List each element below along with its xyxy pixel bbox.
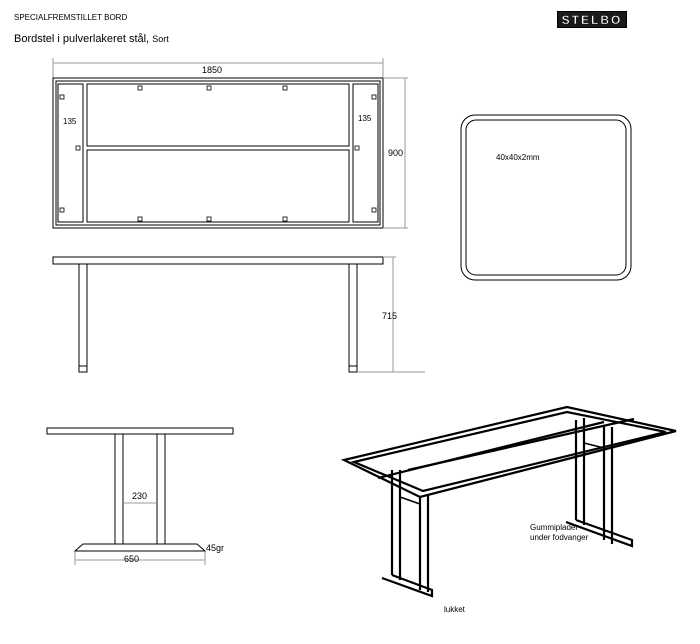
perspective-view: [340, 405, 677, 598]
note-rubber-1: Gummiplader: [530, 523, 579, 532]
persp-foot-back: [565, 518, 634, 548]
dim-label-end-left: 135: [63, 117, 77, 126]
side-tabletop: [52, 256, 384, 265]
subtitle-main: Bordstel i pulverlakeret stål,: [14, 33, 150, 45]
top-frame-outer: [52, 77, 384, 229]
dim-label-spacing: 230: [132, 491, 148, 501]
persp-brace-back: [583, 442, 605, 449]
side-leg-right: [348, 263, 358, 373]
drawing-title: SPECIALFREMSTILLET BORD: [14, 13, 128, 22]
top-left-end-plate: [57, 83, 84, 223]
profile-outer: [460, 114, 632, 281]
profile-section: [460, 114, 632, 281]
end-foot: [73, 543, 207, 552]
note-closed: lukket: [444, 605, 465, 614]
top-panel-upper: [86, 83, 350, 147]
top-panel-lower: [86, 149, 350, 223]
note-rubber-2: under fodvanger: [530, 533, 589, 542]
top-frame-inner: [55, 80, 381, 226]
brand-logo: STELBO: [557, 11, 627, 28]
end-view: [46, 427, 234, 565]
top-view: [52, 58, 408, 229]
persp-frame-outer: [340, 405, 677, 499]
end-leg-left: [114, 433, 124, 545]
end-leg-right: [156, 433, 166, 545]
top-right-end-plate: [352, 83, 379, 223]
dim-label-height: 715: [382, 311, 398, 321]
mounting-holes: [59, 85, 377, 222]
drawing-subtitle: Bordstel i pulverlakeret stål, Sort: [14, 34, 169, 45]
dim-label-length: 1850: [202, 65, 223, 75]
end-tabletop: [46, 427, 234, 435]
dim-label-end-right: 135: [358, 114, 372, 123]
dim-label-angle: 45gr: [206, 543, 225, 553]
side-leg-left: [78, 263, 88, 373]
persp-foot-front: [381, 573, 434, 598]
brand-logo-text: STELBO: [561, 12, 623, 27]
dim-label-width: 900: [388, 148, 404, 158]
profile-inner: [465, 119, 627, 276]
dim-label-foot: 650: [124, 554, 140, 564]
subtitle-color: Sort: [152, 34, 169, 44]
profile-label: 40x40x2mm: [496, 153, 540, 162]
persp-long-rail: [407, 417, 635, 472]
persp-brace-front: [399, 496, 421, 505]
side-view: [52, 256, 425, 373]
